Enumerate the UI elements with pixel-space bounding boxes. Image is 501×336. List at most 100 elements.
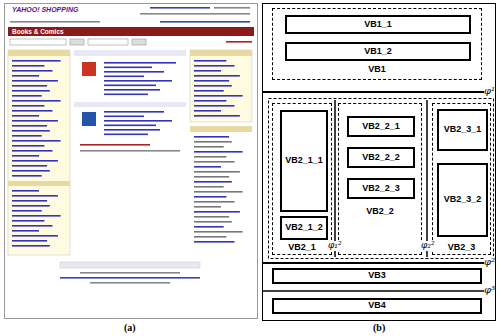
screenshot-shape [74, 50, 186, 56]
screenshot-shape [10, 39, 66, 45]
block-label: VB2_3 [448, 243, 476, 253]
screenshot-shape [12, 110, 53, 112]
block-outline [269, 99, 494, 259]
screenshot-shape [104, 85, 156, 87]
screenshot-shape [12, 140, 61, 142]
screenshot-shape [12, 175, 42, 177]
screenshot-shape [194, 136, 229, 138]
separator-line [262, 290, 496, 292]
screenshot-shape [12, 130, 50, 132]
visual-block: VB1_1 [285, 15, 471, 34]
screenshot-shape [194, 231, 243, 233]
screenshot-shape [194, 191, 243, 193]
category-bar [8, 27, 254, 36]
screenshot-frame [5, 4, 258, 319]
screenshot-shape [194, 171, 240, 173]
screenshot-shape [12, 60, 61, 62]
screenshot-shape [12, 85, 47, 87]
separator-line [334, 100, 336, 257]
visual-block: VB2_1_1 [280, 110, 328, 212]
screenshot-shape [12, 150, 53, 152]
screenshot-shape [194, 186, 224, 188]
screenshot-shape [194, 90, 224, 92]
screenshot-shape [104, 134, 148, 136]
screenshot-shape [8, 181, 70, 186]
screenshot-shape [12, 205, 50, 207]
screenshot-shape [12, 100, 61, 102]
screenshot-shape [194, 176, 229, 178]
screenshot-shape [194, 156, 226, 158]
screenshot-shape [82, 112, 96, 126]
screenshot-shape [194, 95, 243, 97]
screenshot-shape [60, 262, 200, 268]
screenshot-shape [150, 7, 210, 9]
screenshot-shape [194, 211, 240, 213]
visual-block: VB2_2_3 [347, 178, 415, 199]
screenshot-shape [12, 215, 61, 217]
screenshot-shape [12, 245, 50, 247]
screenshot-shape [12, 125, 47, 127]
screenshot-shape [90, 282, 170, 284]
screenshot-shape [12, 120, 58, 122]
visual-block: VB2_3_2 [437, 163, 488, 237]
screenshot-shape [12, 105, 44, 107]
visual-block: VB2_2_1 [347, 116, 415, 137]
screenshot-shape [74, 102, 186, 107]
block-label: VB2_3_2 [444, 195, 482, 205]
screenshot-shape [104, 129, 160, 131]
separator-label: φ¹ [484, 85, 495, 96]
screenshot-shape [104, 80, 172, 82]
screenshot-shape [12, 195, 58, 197]
block-label: VB2_2_3 [362, 184, 400, 194]
screenshot-shape [194, 100, 226, 102]
screenshot-shape [12, 65, 44, 67]
screenshot-shape [104, 62, 176, 64]
screenshot-shape [194, 151, 243, 153]
screenshot-shape [12, 235, 58, 237]
screenshot-shape [12, 145, 44, 147]
screenshot-shape [104, 94, 148, 96]
visual-block: VB2_2_2 [347, 147, 415, 168]
screenshot-shape [80, 272, 180, 274]
screenshot-shape [80, 144, 150, 146]
screenshot-shape [140, 13, 250, 15]
screenshot-shape [194, 80, 229, 82]
layout-frame [263, 4, 496, 321]
screenshot-shape [194, 196, 226, 198]
screenshot-shape [12, 165, 47, 167]
screenshot-shape [104, 116, 144, 118]
screenshot-shape [104, 111, 164, 113]
screenshot-shape [12, 115, 39, 117]
container-block: VB2_2VB2_2_1VB2_2_2VB2_2_3 [338, 103, 422, 255]
block-label: VB3 [368, 271, 386, 281]
screenshot-shape [160, 21, 250, 23]
screenshot-shape [194, 221, 232, 223]
block-label: VB2_3_1 [444, 125, 482, 135]
block-label: VB2_1 [288, 243, 316, 253]
screenshot-shape [214, 7, 250, 9]
screenshot-shape [12, 220, 44, 222]
panel-label: (a) [124, 322, 136, 333]
separator-label: φ³ [484, 284, 495, 295]
screenshot-shape [12, 200, 47, 202]
screenshot-shape [190, 50, 252, 56]
screenshot-shape [194, 65, 235, 67]
screenshot-shape [194, 70, 221, 72]
block-label: VB2_2_2 [362, 153, 400, 163]
screenshot-shape [190, 126, 252, 132]
screenshot-shape [226, 41, 252, 43]
screenshot-shape [194, 166, 221, 168]
screenshot-shape [194, 85, 232, 87]
screenshot-shape [104, 125, 156, 127]
separator-label: φ₂² [421, 241, 435, 251]
screenshot-shape [132, 39, 146, 45]
screenshot-shape [12, 135, 42, 137]
screenshot-shape [194, 226, 224, 228]
screenshot-shape [8, 50, 70, 255]
separator-line [426, 100, 428, 257]
screenshot-shape [12, 225, 53, 227]
screenshot-shape [104, 71, 164, 73]
screenshot-shape [12, 75, 39, 77]
visual-block: VB2_1_2 [280, 216, 328, 240]
screenshot-shape [104, 120, 172, 122]
